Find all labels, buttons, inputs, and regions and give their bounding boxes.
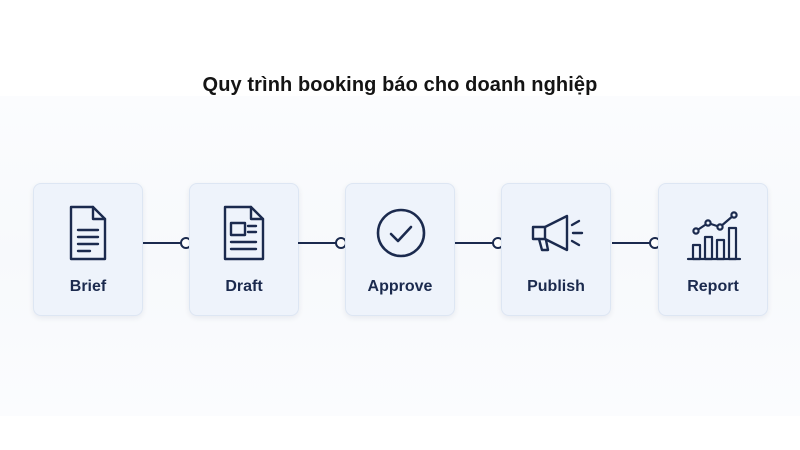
check-circle-icon xyxy=(371,203,431,263)
connector-4 xyxy=(612,237,661,249)
connector-2 xyxy=(298,237,347,249)
connector-3 xyxy=(455,237,504,249)
step-label-report: Report xyxy=(687,278,739,295)
step-card-report: Report xyxy=(658,183,768,316)
bar-chart-icon xyxy=(684,203,744,263)
document-icon xyxy=(59,203,119,263)
step-label-publish: Publish xyxy=(527,278,585,295)
step-card-approve: Approve xyxy=(345,183,455,316)
step-card-draft: Draft xyxy=(189,183,299,316)
draft-document-icon xyxy=(215,203,275,263)
step-label-draft: Draft xyxy=(225,278,263,295)
diagram-title: Quy trình booking báo cho doanh nghiệp xyxy=(202,74,598,96)
connector-1 xyxy=(143,237,192,249)
step-label-approve: Approve xyxy=(367,278,433,295)
step-label-brief: Brief xyxy=(69,278,107,295)
megaphone-icon xyxy=(527,203,587,263)
step-card-publish: Publish xyxy=(501,183,611,316)
step-card-brief: Brief xyxy=(33,183,143,316)
